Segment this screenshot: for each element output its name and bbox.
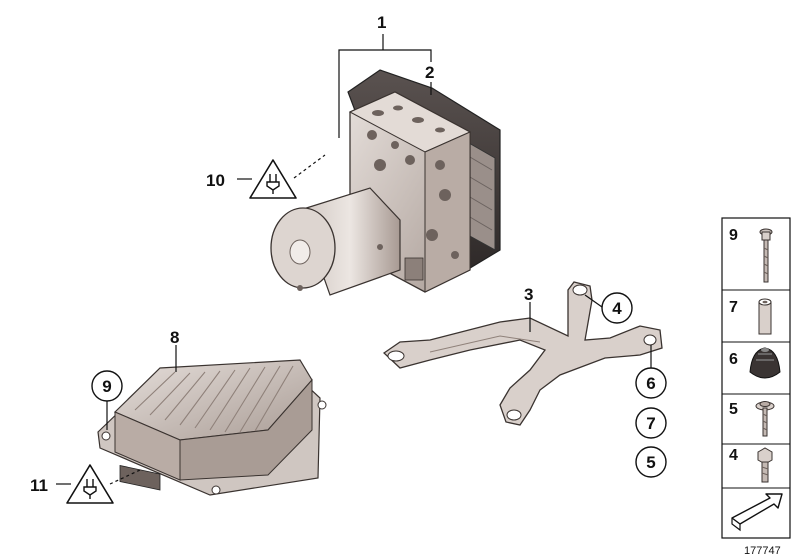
svg-text:5: 5 — [729, 401, 738, 418]
electrical-warning-icon — [66, 464, 114, 504]
electrical-warning-icon — [249, 159, 297, 199]
svg-text:9: 9 — [729, 227, 738, 244]
svg-text:4: 4 — [729, 447, 738, 464]
svg-text:5: 5 — [646, 453, 655, 472]
callout-2: 2 — [425, 63, 434, 82]
screw-washer-icon — [755, 401, 775, 437]
orientation-arrow-icon — [731, 493, 783, 532]
svg-text:7: 7 — [646, 414, 655, 433]
abs-hydraulic-unit[interactable] — [270, 69, 501, 296]
control-module[interactable] — [97, 359, 327, 496]
legend-row-4[interactable]: 4 — [729, 447, 773, 483]
svg-text:6: 6 — [646, 374, 655, 393]
diagram-id: 177747 — [744, 545, 781, 557]
hex-bolt-icon — [757, 447, 773, 483]
mounting-bracket[interactable] — [382, 281, 663, 426]
circled-callout-4: 4 — [601, 292, 633, 324]
circled-callout-5: 5 — [635, 446, 667, 478]
callout-11: 11 — [30, 476, 48, 495]
svg-text:6: 6 — [729, 351, 738, 368]
callout-10: 10 — [206, 171, 225, 190]
circled-callout-7: 7 — [635, 407, 667, 439]
legend-row-7[interactable]: 7 — [729, 298, 772, 335]
circled-callout-6: 6 — [635, 367, 667, 399]
rubber-mount-icon — [749, 347, 781, 379]
callout-8: 8 — [170, 328, 179, 347]
svg-text:9: 9 — [102, 377, 111, 396]
circled-callout-9: 9 — [91, 370, 123, 402]
legend-row-6[interactable]: 6 — [729, 347, 781, 379]
callout-3: 3 — [524, 285, 533, 304]
sleeve-icon — [758, 298, 772, 335]
callout-1: 1 — [377, 13, 386, 32]
parts-legend: 9 7 6 5 — [721, 217, 791, 539]
bolt-icon — [759, 228, 773, 283]
svg-text:7: 7 — [729, 299, 738, 316]
legend-row-9[interactable]: 9 — [729, 227, 773, 283]
leader-lines — [56, 34, 652, 485]
legend-row-5[interactable]: 5 — [729, 401, 775, 437]
svg-text:4: 4 — [612, 299, 622, 318]
